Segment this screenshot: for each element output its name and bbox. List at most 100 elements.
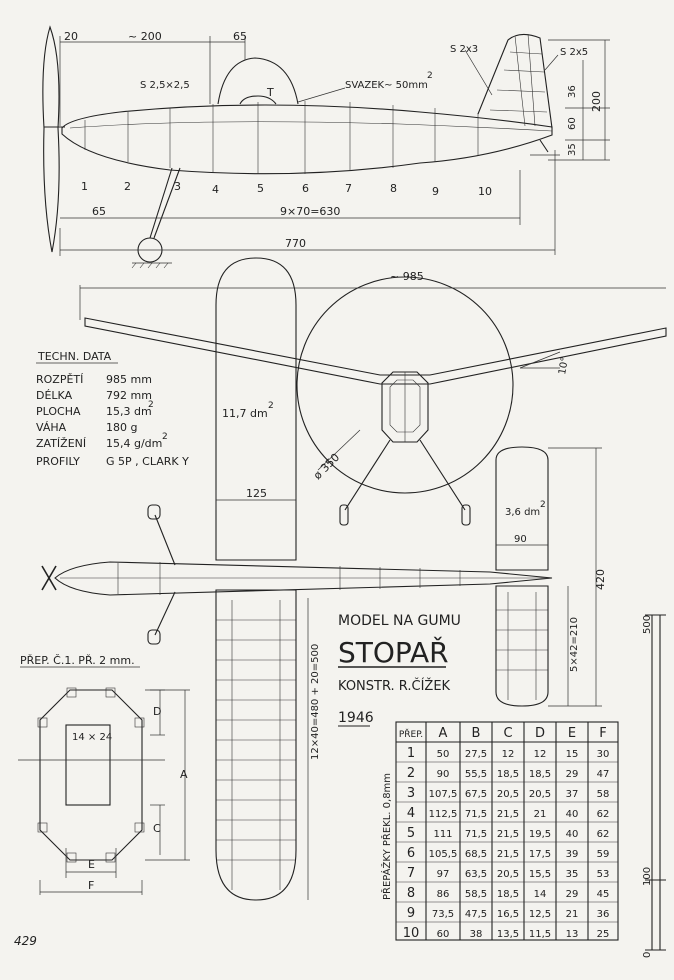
table-cell: 60 xyxy=(437,929,450,940)
scale-500: 500 xyxy=(642,615,653,634)
fuselage-section-front xyxy=(381,371,429,443)
table-cell: 18,5 xyxy=(497,769,519,780)
tail-chord: 90 xyxy=(514,534,527,545)
model-name: STOPAŘ xyxy=(338,635,449,669)
dim-36: 36 xyxy=(567,85,578,98)
svg-text:2: 2 xyxy=(268,401,274,411)
table-cell: 47,5 xyxy=(465,909,487,920)
dim-approx-200: ~ 200 xyxy=(128,30,162,43)
side-view: 20 ~ 200 65 S 2,5×2,5 SVAZEK~ 50mm 2 T S… xyxy=(42,25,610,269)
table-cell: 13 xyxy=(566,929,579,940)
table-cell: 45 xyxy=(597,889,610,900)
vertical-fin xyxy=(477,33,553,129)
tail-rib-spacing: 5×42=210 xyxy=(569,617,580,672)
stringer-size: S 2,5×2,5 xyxy=(140,80,190,91)
table-cell: 86 xyxy=(437,889,450,900)
section-caption: PŘEP. Č.1. PŘ. 2 mm. xyxy=(20,654,135,667)
svg-text:9: 9 xyxy=(432,185,439,198)
svg-text:G 5P , CLARK Y: G 5P , CLARK Y xyxy=(106,455,189,468)
svg-text:VÁHA: VÁHA xyxy=(36,421,67,434)
label-f: F xyxy=(88,879,94,892)
table-header-cell: D xyxy=(535,726,545,741)
table-cell: 50 xyxy=(437,749,450,760)
table-cell: 30 xyxy=(597,749,610,760)
table-cell: 13,5 xyxy=(497,929,519,940)
label-a: A xyxy=(180,768,188,781)
fin-spar-size: S 2x3 xyxy=(450,44,478,55)
wing-planform-lower xyxy=(215,589,297,901)
table-cell: 20,5 xyxy=(497,789,519,800)
table-cell: 38 xyxy=(470,929,483,940)
svg-text:15,4 g/dm: 15,4 g/dm xyxy=(106,437,162,450)
fuselage-side xyxy=(61,104,553,175)
table-cell: 21 xyxy=(566,909,579,920)
table-cell: 105,5 xyxy=(429,849,458,860)
cross-section: PŘEP. Č.1. PŘ. 2 mm. 14 × 24 xyxy=(18,654,190,895)
dim-65-top: 65 xyxy=(233,30,247,43)
table-cell: 19,5 xyxy=(529,829,551,840)
table-cell: 67,5 xyxy=(465,789,487,800)
table-cell: 62 xyxy=(597,809,610,820)
svg-text:2: 2 xyxy=(540,500,546,510)
table-row-number: 3 xyxy=(407,786,415,801)
dim-fin-200: 200 xyxy=(590,91,603,112)
title-line1: MODEL NA GUMU xyxy=(338,613,461,629)
table-cell: 21,5 xyxy=(497,849,519,860)
table-cell: 29 xyxy=(566,769,579,780)
svg-text:7: 7 xyxy=(345,182,352,195)
fuselage-top xyxy=(54,561,553,596)
tail-area: 3,6 dm xyxy=(505,507,540,518)
table-cell: 12 xyxy=(502,749,515,760)
table-cell: 90 xyxy=(437,769,450,780)
table-cell: 47 xyxy=(597,769,610,780)
table-row-number: 6 xyxy=(407,846,415,861)
svg-text:PROFILY: PROFILY xyxy=(36,455,80,468)
table-cell: 97 xyxy=(437,869,450,880)
table-cell: 17,5 xyxy=(529,849,551,860)
dim-65-bottom: 65 xyxy=(92,205,106,218)
table-cell: 12 xyxy=(534,749,547,760)
svg-text:3: 3 xyxy=(174,180,181,193)
title-block: MODEL NA GUMU STOPAŘ KONSTR. R.ČÍŽEK 194… xyxy=(338,613,461,727)
svg-text:5: 5 xyxy=(257,182,264,195)
table-header-cell: C xyxy=(503,726,512,741)
svg-text:2: 2 xyxy=(162,432,168,442)
dihedral-angle: 10° xyxy=(557,356,571,375)
table-cell: 27,5 xyxy=(465,749,487,760)
table-cell: 112,5 xyxy=(429,809,458,820)
svg-text:985 mm: 985 mm xyxy=(106,373,152,386)
propeller-side xyxy=(42,25,60,253)
svg-text:792 mm: 792 mm xyxy=(106,389,152,402)
page-number: 429 xyxy=(14,934,37,948)
svg-text:1: 1 xyxy=(81,180,88,193)
table-cell: 58 xyxy=(597,789,610,800)
dim-nose: 20 xyxy=(64,30,78,43)
table-cell: 37 xyxy=(566,789,579,800)
table-cell: 15 xyxy=(566,749,579,760)
svg-text:DÉLKA: DÉLKA xyxy=(36,389,73,402)
table-cell: 20,5 xyxy=(497,869,519,880)
table-header-cell: A xyxy=(439,726,448,741)
table-cell: 21,5 xyxy=(497,829,519,840)
dim-length-770: 770 xyxy=(285,237,306,250)
landing-gear-leg xyxy=(149,167,173,239)
table-row-number: 8 xyxy=(407,886,415,901)
scale-bar: 500 100 0 xyxy=(642,614,666,958)
svg-text:4: 4 xyxy=(212,183,219,196)
wing-planform xyxy=(215,257,297,561)
table-cell: 71,5 xyxy=(465,829,487,840)
wing-rib-spacing: 12×40=480 + 20=500 xyxy=(310,644,321,760)
scale-0: 0 xyxy=(642,952,653,958)
designer: KONSTR. R.ČÍŽEK xyxy=(338,678,451,694)
table-cell: 12,5 xyxy=(529,909,551,920)
fin-rear-size: S 2x5 xyxy=(560,47,588,58)
table-cell: 39 xyxy=(566,849,579,860)
svg-text:PLOCHA: PLOCHA xyxy=(36,405,81,418)
table-cell: 73,5 xyxy=(432,909,454,920)
svg-text:10: 10 xyxy=(478,185,492,198)
scale-100: 100 xyxy=(642,867,653,886)
table-header-cell: F xyxy=(599,726,606,741)
wing-chord: 125 xyxy=(246,487,267,500)
year: 1946 xyxy=(338,710,374,726)
